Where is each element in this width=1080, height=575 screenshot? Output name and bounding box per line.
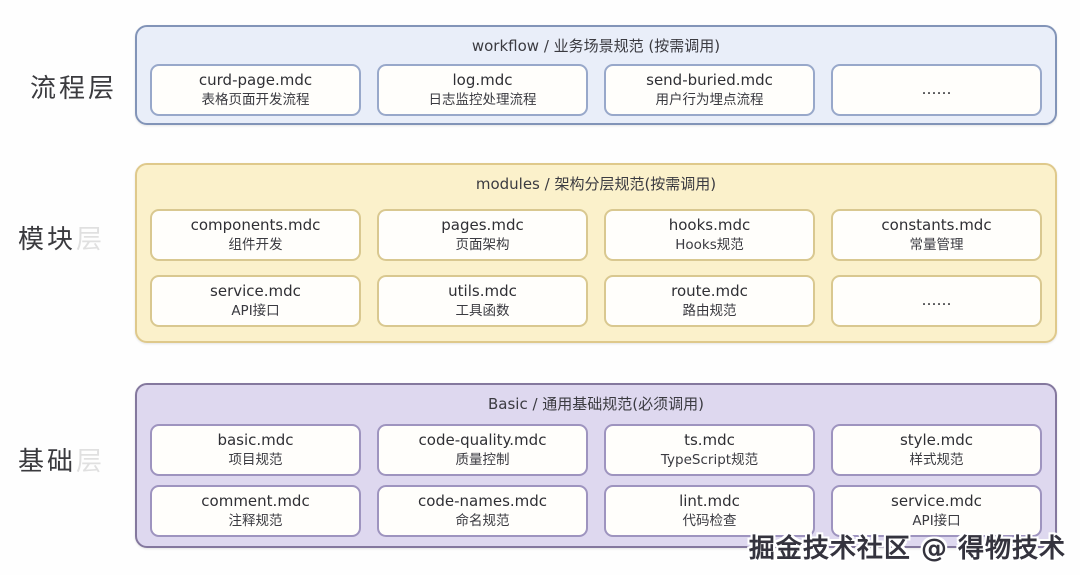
spec-card-subtitle: 工具函数 [455, 302, 510, 319]
spec-card-title: lint.mdc [679, 492, 740, 511]
spec-card-title: hooks.mdc [668, 216, 751, 235]
spec-card-title: pages.mdc [441, 216, 524, 235]
spec-card-subtitle: 组件开发 [228, 236, 283, 253]
watermark-text: 掘金技术社区 @ 得物技术 [748, 534, 1066, 564]
layer-label-faded-char: 层 [76, 447, 106, 477]
spec-card: code-names.mdc 命名规范 [377, 485, 588, 537]
spec-card-subtitle: 注释规范 [228, 512, 283, 529]
spec-card-title: service.mdc [891, 492, 982, 511]
workflow-layer-title: workflow / 业务场景规范 (按需调用) [471, 37, 721, 55]
spec-card-subtitle: 表格页面开发流程 [201, 91, 310, 108]
spec-card-subtitle: 样式规范 [909, 451, 964, 468]
spec-card-title: log.mdc [452, 71, 513, 90]
spec-card-subtitle: 路由规范 [682, 302, 737, 319]
more-card: …… [831, 275, 1042, 327]
spec-card-subtitle: 项目规范 [228, 451, 283, 468]
workflow-card-grid: curd-page.mdc 表格页面开发流程 log.mdc 日志监控处理流程 … [137, 57, 1055, 123]
layer-label-text: 流程层 [30, 74, 118, 104]
spec-card-title: basic.mdc [217, 431, 294, 450]
spec-card-subtitle: API接口 [231, 302, 280, 319]
spec-card: service.mdc API接口 [150, 275, 361, 327]
spec-card: log.mdc 日志监控处理流程 [377, 64, 588, 116]
more-card: …… [831, 64, 1042, 116]
spec-card-subtitle: TypeScript规范 [660, 451, 759, 468]
spec-card-title: curd-page.mdc [198, 71, 313, 90]
spec-card-title: components.mdc [190, 216, 321, 235]
spec-card-title: style.mdc [899, 431, 974, 450]
workflow-layer-container: workflow / 业务场景规范 (按需调用) curd-page.mdc 表… [135, 25, 1057, 125]
spec-card: service.mdc API接口 [831, 485, 1042, 537]
more-card-ellipsis: …… [921, 79, 952, 98]
basic-card-grid: basic.mdc 项目规范 code-quality.mdc 质量控制 ts.… [137, 415, 1055, 546]
spec-card-title: constants.mdc [881, 216, 992, 235]
layer-label-text: 基础 [18, 447, 77, 477]
spec-card-title: ts.mdc [684, 431, 735, 450]
more-card-ellipsis: …… [921, 290, 952, 309]
spec-card: curd-page.mdc 表格页面开发流程 [150, 64, 361, 116]
modules-layer-title: modules / 架构分层规范(按需调用) [475, 175, 717, 193]
spec-card-subtitle: 用户行为埋点流程 [655, 91, 764, 108]
basic-layer-title: Basic / 通用基础规范(必须调用) [487, 395, 704, 413]
spec-card-subtitle: 质量控制 [455, 451, 510, 468]
spec-card-title: code-names.mdc [417, 492, 548, 511]
spec-card-subtitle: Hooks规范 [675, 236, 744, 253]
spec-card: send-buried.mdc 用户行为埋点流程 [604, 64, 815, 116]
spec-card-subtitle: 代码检查 [682, 512, 737, 529]
spec-card: code-quality.mdc 质量控制 [377, 424, 588, 476]
layer-label-modules: 模块层 [18, 219, 105, 256]
spec-card-subtitle: 页面架构 [455, 236, 510, 253]
spec-card-subtitle: 常量管理 [909, 236, 964, 253]
spec-card: constants.mdc 常量管理 [831, 209, 1042, 261]
spec-card: components.mdc 组件开发 [150, 209, 361, 261]
spec-card-title: utils.mdc [448, 282, 517, 301]
spec-card: hooks.mdc Hooks规范 [604, 209, 815, 261]
spec-card: ts.mdc TypeScript规范 [604, 424, 815, 476]
modules-layer-container: modules / 架构分层规范(按需调用) components.mdc 组件… [135, 163, 1057, 343]
basic-layer-container: Basic / 通用基础规范(必须调用) basic.mdc 项目规范 code… [135, 383, 1057, 548]
spec-card: basic.mdc 项目规范 [150, 424, 361, 476]
spec-card: utils.mdc 工具函数 [377, 275, 588, 327]
modules-card-grid: components.mdc 组件开发 pages.mdc 页面架构 hooks… [137, 195, 1055, 341]
spec-card: lint.mdc 代码检查 [604, 485, 815, 537]
spec-card: route.mdc 路由规范 [604, 275, 815, 327]
spec-card: style.mdc 样式规范 [831, 424, 1042, 476]
spec-card-title: route.mdc [671, 282, 748, 301]
spec-card-title: code-quality.mdc [418, 431, 547, 450]
layer-label-basic: 基础层 [18, 441, 105, 478]
layer-label-workflow: 流程层 [30, 68, 117, 105]
spec-card: pages.mdc 页面架构 [377, 209, 588, 261]
spec-card-title: service.mdc [210, 282, 301, 301]
spec-card-subtitle: 日志监控处理流程 [428, 91, 537, 108]
layer-label-text: 模块 [18, 225, 77, 255]
spec-card-subtitle: API接口 [912, 512, 961, 529]
spec-card-title: send-buried.mdc [646, 71, 773, 90]
spec-card-subtitle: 命名规范 [455, 512, 510, 529]
layer-label-faded-char: 层 [76, 225, 106, 255]
spec-card: comment.mdc 注释规范 [150, 485, 361, 537]
spec-card-title: comment.mdc [201, 492, 310, 511]
